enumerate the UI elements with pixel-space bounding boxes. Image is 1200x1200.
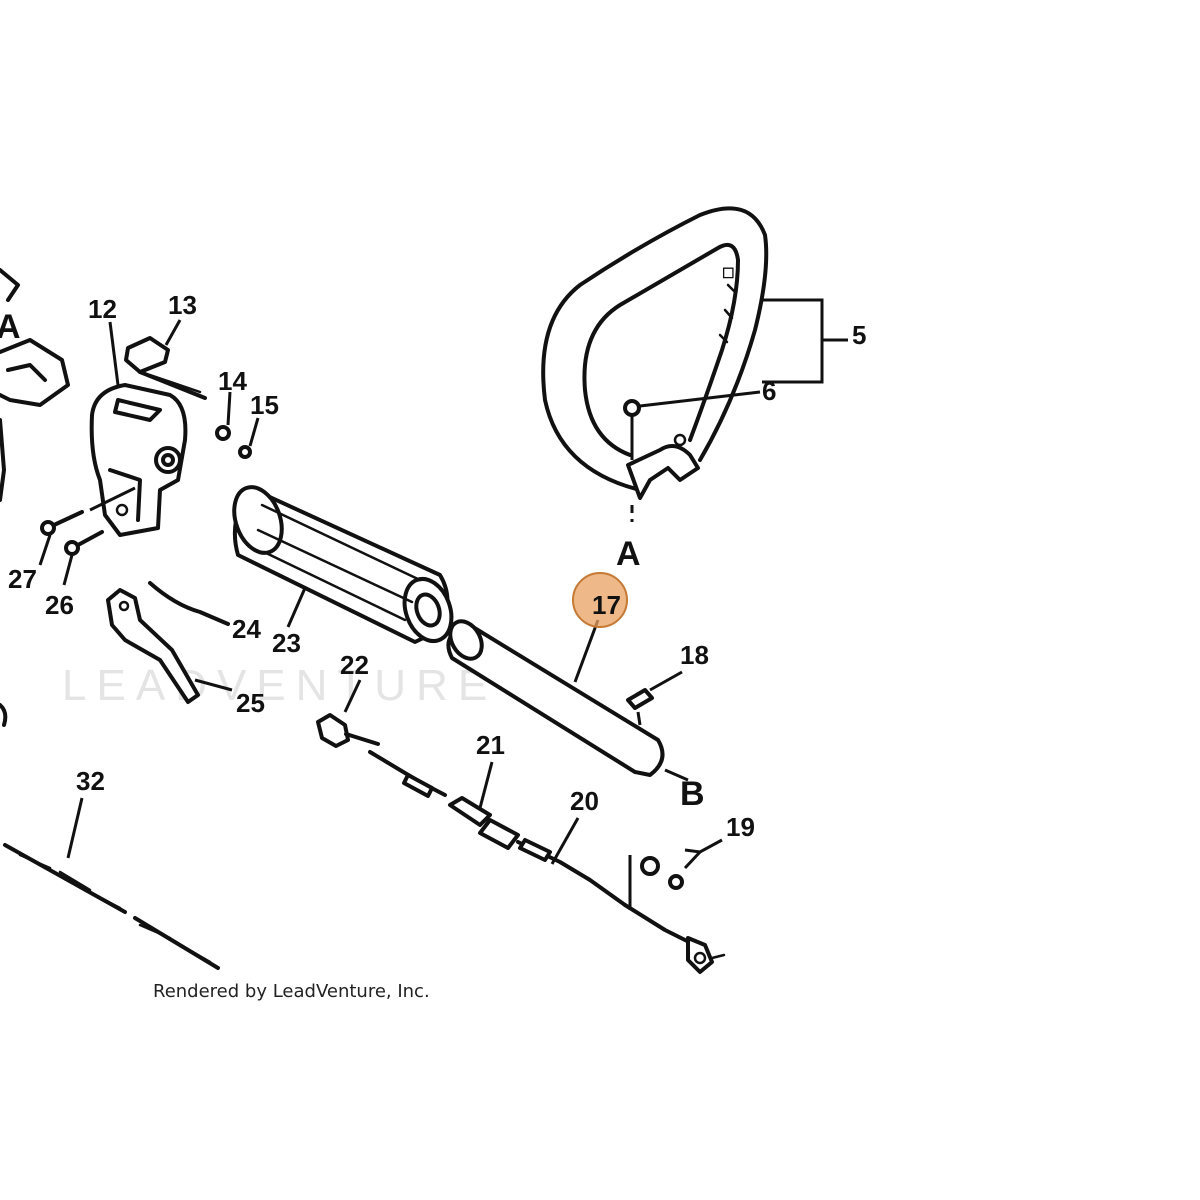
part-label-24: 24 xyxy=(232,614,261,644)
loop-handle: ☐ xyxy=(541,206,769,500)
nut-14 xyxy=(215,425,231,441)
part-label-18: 18 xyxy=(680,640,709,670)
part-label-5: 5 xyxy=(852,320,866,350)
part-label-12: 12 xyxy=(88,294,117,324)
shaft-tube xyxy=(446,619,665,777)
part-label-14: 14 xyxy=(218,366,247,396)
part-label-32: 32 xyxy=(76,766,105,796)
part-label-26: 26 xyxy=(45,590,74,620)
grip xyxy=(232,485,454,644)
part-label-23: 23 xyxy=(272,628,301,658)
cable-adjuster-22 xyxy=(316,713,380,748)
handle-marking: ☐ xyxy=(722,265,735,281)
highlight-marker xyxy=(572,572,628,628)
ref-mark-a-left: A xyxy=(0,308,21,346)
watermark: LEADVENTURE xyxy=(62,661,497,710)
part-label-15: 15 xyxy=(250,390,279,420)
bolt-6 xyxy=(623,399,641,417)
partial-part-left xyxy=(0,268,70,727)
part-label-17: 17 xyxy=(592,590,621,620)
screw-27 xyxy=(40,510,84,536)
part-label-22: 22 xyxy=(340,650,369,680)
screw-26 xyxy=(64,530,104,556)
key-18 xyxy=(626,688,654,710)
nut-15 xyxy=(238,445,252,459)
throttle-wire xyxy=(148,581,230,626)
ref-mark-a: A xyxy=(616,535,641,573)
part-label-21: 21 xyxy=(476,730,505,760)
ref-mark-b: B xyxy=(680,775,705,813)
switch-housing xyxy=(89,383,188,537)
throttle-lever xyxy=(106,588,200,704)
part-label-25: 25 xyxy=(236,688,265,718)
switch-button xyxy=(124,336,207,400)
part-label-6: 6 xyxy=(762,376,776,406)
cable-end-19 xyxy=(623,856,726,974)
part-label-13: 13 xyxy=(168,290,197,320)
drive-shaft xyxy=(3,843,220,970)
footer-credit: Rendered by LeadVenture, Inc. xyxy=(153,981,430,1002)
cable-joint-21 xyxy=(448,796,520,850)
part-label-20: 20 xyxy=(570,786,599,816)
part-label-19: 19 xyxy=(726,812,755,842)
part-label-27: 27 xyxy=(8,564,37,594)
